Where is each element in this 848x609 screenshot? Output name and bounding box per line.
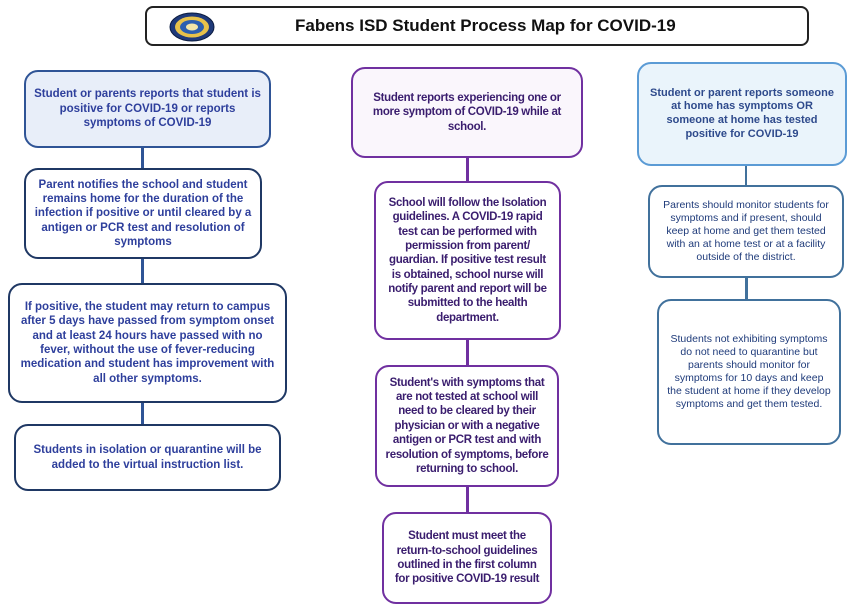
flow-box: Parent notifies the school and student r…: [24, 168, 262, 259]
title-banner: Fabens ISD Student Process Map for COVID…: [145, 6, 809, 46]
flow-box: Student's with symptoms that are not tes…: [375, 365, 559, 487]
flow-box-text: Students in isolation or quarantine will…: [33, 444, 262, 471]
flow-box-text: Students not exhibiting symptoms do not …: [667, 332, 831, 411]
flow-box-text: Student reports experiencing one or more…: [372, 91, 562, 133]
flow-box: Student reports experiencing one or more…: [351, 67, 583, 158]
page-title: Fabens ISD Student Process Map for COVID…: [295, 16, 676, 35]
district-seal-icon: [169, 12, 215, 42]
connector-line: [745, 277, 748, 301]
flow-box: Parents should monitor students for symp…: [648, 185, 844, 278]
flow-box-text: Student or parents reports that student …: [34, 88, 261, 130]
flow-box-text: Parents should monitor students for symp…: [663, 198, 829, 264]
flow-box: Students not exhibiting symptoms do not …: [657, 299, 841, 445]
connector-line: [141, 401, 144, 425]
flow-box: If positive, the student may return to c…: [8, 283, 287, 403]
flow-box-text: School will follow the Isolation guideli…: [388, 196, 547, 324]
connector-line: [466, 486, 469, 513]
flow-box: Student or parent reports someone at hom…: [637, 62, 847, 166]
connector-line: [466, 157, 469, 182]
flow-box-text: Student must meet the return-to-school g…: [394, 530, 540, 586]
flow-box: Student must meet the return-to-school g…: [382, 512, 552, 604]
flow-box-text: If positive, the student may return to c…: [20, 300, 275, 385]
flow-box: School will follow the Isolation guideli…: [374, 181, 561, 340]
flow-box: Student or parents reports that student …: [24, 70, 271, 148]
connector-line: [466, 339, 469, 366]
connector-line: [141, 257, 144, 283]
flow-box-text: Student or parent reports someone at hom…: [650, 86, 834, 140]
flow-box-text: Parent notifies the school and student r…: [34, 178, 252, 249]
connector-line: [141, 147, 144, 169]
flow-box-text: Student's with symptoms that are not tes…: [385, 376, 549, 475]
connector-line: [745, 165, 747, 187]
flow-box: Students in isolation or quarantine will…: [14, 424, 281, 491]
